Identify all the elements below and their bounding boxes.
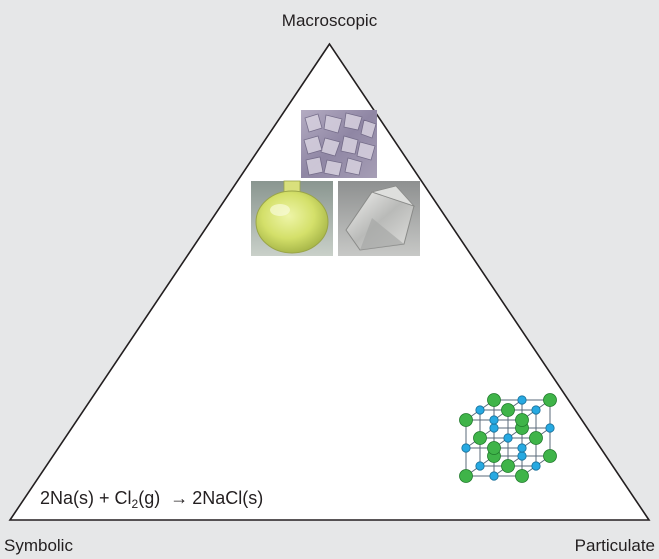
sodium-ion	[475, 405, 485, 415]
equation-subscript: 2	[131, 497, 139, 511]
chloride-ion	[501, 403, 515, 417]
sodium-ion	[517, 443, 527, 453]
chloride-ion	[543, 393, 557, 407]
particulate-label: Particulate	[574, 536, 655, 555]
symbolic-label: Symbolic	[4, 536, 73, 555]
salt-crystals-image	[301, 110, 377, 178]
sodium-ion	[461, 443, 471, 453]
sodium-ion	[475, 461, 485, 471]
sodium-ion	[531, 461, 541, 471]
sodium-ion	[503, 433, 513, 443]
chloride-ion	[501, 459, 515, 473]
sodium-ion	[517, 395, 527, 405]
chloride-ion	[487, 441, 501, 455]
macroscopic-label: Macroscopic	[281, 11, 378, 30]
chloride-ion	[487, 393, 501, 407]
sodium-ion	[531, 405, 541, 415]
chloride-ion	[515, 469, 529, 483]
reaction-arrow-icon: →	[170, 488, 189, 508]
chloride-ion	[515, 413, 529, 427]
sodium-ion	[489, 471, 499, 481]
chloride-ion	[459, 413, 473, 427]
equation-product: 2NaCl(s)	[192, 488, 264, 508]
equation-reactant-state: (g)	[138, 488, 161, 508]
chlorine-flask-image	[251, 180, 333, 256]
equation-reactants: 2Na(s) + Cl	[40, 488, 132, 508]
chloride-ion	[473, 431, 487, 445]
chloride-ion	[459, 469, 473, 483]
chloride-ion	[529, 431, 543, 445]
sodium-metal-image	[338, 181, 420, 256]
nacl-lattice-model	[459, 393, 557, 483]
sodium-ion	[489, 423, 499, 433]
sodium-ion	[545, 423, 555, 433]
reaction-equation: 2Na(s) + Cl2(g) →2NaCl(s)	[40, 488, 263, 511]
sodium-ion	[489, 415, 499, 425]
chloride-ion	[543, 449, 557, 463]
sodium-ion	[517, 451, 527, 461]
